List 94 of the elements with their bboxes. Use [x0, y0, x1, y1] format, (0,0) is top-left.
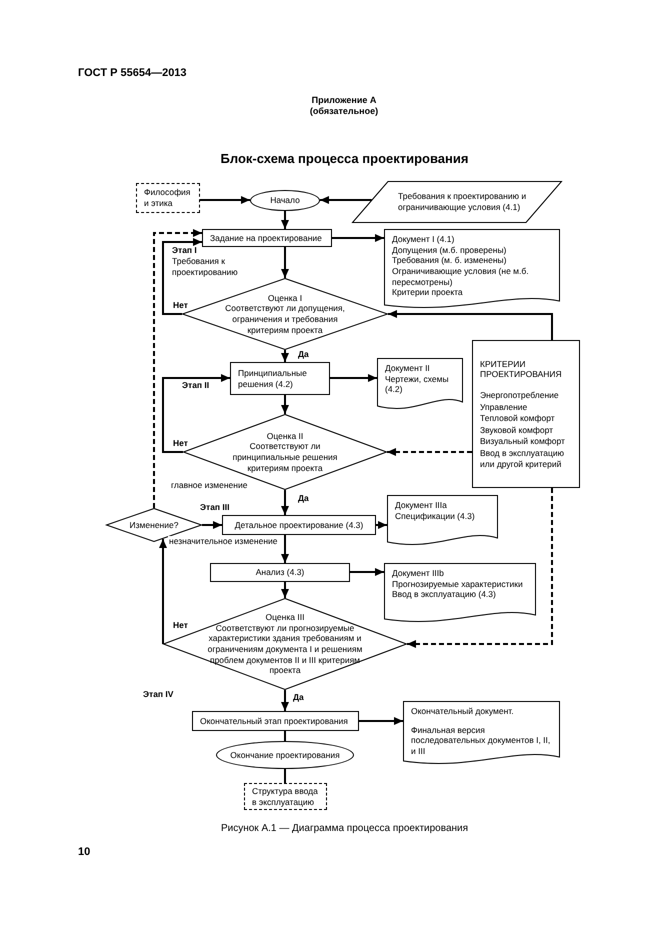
node-text: Тепловой комфорт: [480, 413, 556, 424]
node-text: Философия и этика: [144, 187, 192, 209]
decision-diamond: [163, 598, 407, 690]
label-text: Этап III: [200, 502, 230, 513]
arrow: [202, 521, 222, 529]
node-text: Соответствуют ли прогнозируемые характеристики здания требованиям и ограничениям документа I и решениям проблем документов II и III критериям проекта: [206, 622, 364, 676]
node-text: Структура ввода в эксплуатацию: [252, 786, 319, 808]
arrow: [281, 247, 289, 278]
node-text: Документ IIIa: [395, 500, 448, 511]
process-box: [202, 229, 332, 247]
arrow: [330, 374, 377, 382]
node-text: Принципиальные решения (4.2): [238, 368, 308, 390]
arrow: [350, 568, 384, 576]
node-text: Ограничивающие условия (не м.б. пересмотрены): [392, 266, 530, 288]
process-box: [210, 563, 350, 582]
node-text: Оценка I: [266, 292, 304, 304]
node-text: Окончательный документ.: [411, 706, 515, 717]
arrow: [281, 350, 289, 362]
dashed-box: [136, 183, 200, 213]
node-text: Соответствуют ли допущения, ограничения и требования критериям проекта: [224, 303, 346, 336]
node-text: Изменение?: [128, 520, 180, 530]
label-text: Этап I: [172, 245, 197, 256]
node-text: Документ I (4.1): [392, 234, 456, 245]
process-box: [192, 711, 359, 731]
input-parallelogram: [352, 181, 562, 223]
node-text: Ввод в эксплуатацию или другой критерий: [480, 448, 566, 470]
arrow: [281, 690, 289, 711]
node-text: Чертежи, схемы (4.2): [385, 374, 450, 395]
node-text: Документ II: [385, 363, 431, 374]
arrow: [281, 535, 289, 563]
arrow: [281, 395, 289, 414]
label-text: ГОСТ Р 55654—2013: [78, 67, 187, 81]
arrow: [387, 448, 472, 456]
node-text: Управление: [480, 402, 528, 412]
label-text: Этап IV: [143, 689, 174, 700]
edge-label: Да: [292, 692, 305, 702]
node-text: Допущения (м.б. проверены): [392, 244, 508, 256]
node-text: Оценка III: [264, 612, 306, 623]
figure-caption: Рисунок А.1 — Диаграмма процесса проектирования: [220, 823, 470, 834]
dashed-box: [244, 783, 327, 810]
node-text: Начало: [269, 195, 301, 206]
edge-label: Нет: [172, 620, 189, 630]
arrow: [153, 229, 202, 508]
label-text: (обязательное): [308, 106, 380, 118]
node-text: Анализ (4.3): [254, 567, 306, 578]
edge-label: Да: [297, 493, 310, 504]
node-text: Критерии проекта: [392, 287, 464, 298]
node-text: Ввод в эксплуатацию (4.3): [392, 589, 497, 600]
arrow: [359, 717, 403, 725]
arrow: [407, 488, 553, 648]
node-text: Документ IIIb: [392, 568, 445, 579]
connector-line: [284, 731, 286, 741]
arrow: [162, 238, 202, 315]
arrow: [332, 234, 384, 242]
process-box: [222, 515, 376, 535]
edge-label: Нет: [172, 438, 189, 448]
node-text: Спецификации (4.3): [395, 510, 476, 522]
node-text: Звуковой комфорт: [480, 424, 554, 436]
terminal-oval: [250, 190, 320, 211]
node-text: Оценка II: [266, 430, 304, 442]
process-box: [230, 362, 330, 395]
edge-label: главное изменение: [170, 480, 248, 490]
node-text: Задание на проектирование: [210, 232, 323, 244]
node-text: Визуальный комфорт: [480, 436, 566, 448]
label-text: Требования к проектированию: [172, 256, 239, 278]
node-text: Соответствуют ли принципиальные решения критериям проекта: [232, 441, 338, 474]
arrow: [281, 582, 289, 598]
process-box: [472, 340, 580, 488]
node-text: Требования (м. б. изменены): [392, 255, 508, 266]
arrow: [388, 310, 553, 340]
arrow: [162, 374, 230, 453]
arrow: [281, 490, 289, 515]
node-text: Финальная версия последовательных документов I, II, и III: [411, 724, 552, 756]
arrow: [376, 521, 387, 529]
node-text: Детальное проектирование (4.3): [234, 520, 364, 530]
terminal-oval: [216, 741, 354, 769]
node-text: Требования к проектированию и ограничивающие условия (4.1): [398, 191, 528, 213]
connector-line: [284, 769, 286, 783]
label-text: Этап II: [182, 380, 210, 391]
node-text: КРИТЕРИИ ПРОЕКТИРОВАНИЯ: [480, 358, 563, 380]
arrow: [159, 539, 167, 644]
node-text: Энергопотребление: [480, 390, 560, 401]
edge-label: Нет: [172, 300, 189, 310]
edge-label: незначительное изменение: [168, 536, 278, 546]
node-text: Прогнозируемые характеристики: [392, 578, 524, 590]
diagram-title: Блок-схема процесса проектирования: [220, 151, 470, 166]
label-text: Приложение А: [310, 95, 378, 106]
node-text: Окончательный этап проектирования: [200, 716, 349, 726]
label-text: 10: [78, 846, 90, 860]
arrow: [281, 211, 289, 229]
node-text: Окончание проектирования: [229, 750, 341, 760]
arrow: [320, 196, 372, 204]
edge-label: Да: [297, 349, 310, 360]
arrow: [200, 196, 250, 204]
